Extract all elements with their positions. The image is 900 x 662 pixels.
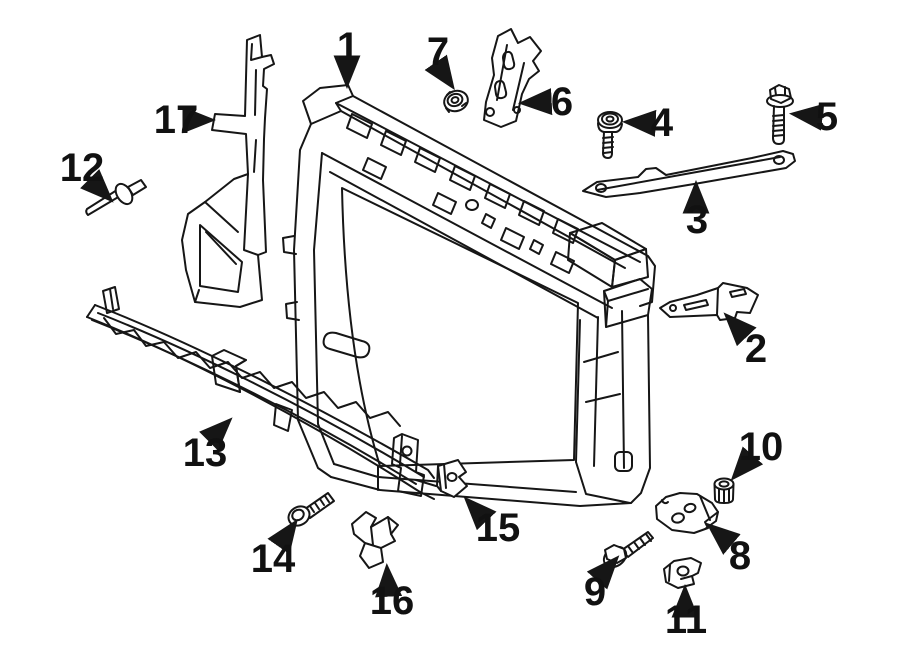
callout-label-9: 9 bbox=[584, 570, 606, 614]
callout-label-14: 14 bbox=[251, 537, 296, 581]
callout-arrow-12 bbox=[80, 169, 114, 203]
callout-label-17: 17 bbox=[154, 98, 199, 142]
callout-arrow-16 bbox=[375, 562, 403, 598]
part-13-lower-support-bar bbox=[86, 286, 437, 500]
callout-label-3: 3 bbox=[686, 198, 708, 242]
part-9-bolt bbox=[602, 531, 654, 569]
part-16-bracket bbox=[351, 511, 399, 569]
part-3-tie-bar bbox=[582, 150, 796, 198]
callout-label-10: 10 bbox=[739, 425, 784, 469]
callout-arrow-8 bbox=[706, 522, 741, 555]
callout-arrow-10 bbox=[730, 446, 764, 481]
callout-label-2: 2 bbox=[745, 327, 767, 371]
part-1-radiator-support-frame bbox=[282, 84, 656, 507]
part-15-clip bbox=[436, 459, 468, 498]
callout-arrow-13 bbox=[199, 417, 233, 451]
part-6-mount-bracket bbox=[483, 28, 542, 128]
callout-label-8: 8 bbox=[729, 534, 751, 578]
callout-arrows bbox=[80, 54, 825, 618]
part-7-nut bbox=[443, 89, 469, 113]
callout-arrow-14 bbox=[267, 518, 298, 555]
callout-arrow-15 bbox=[463, 496, 497, 531]
callout-label-13: 13 bbox=[183, 431, 228, 475]
callout-label-6: 6 bbox=[551, 80, 573, 124]
part-5-bolt bbox=[766, 84, 794, 145]
part-8-mount-plate bbox=[655, 492, 719, 534]
callout-arrow-2 bbox=[723, 312, 757, 347]
callout-labels: 1 2 3 4 5 6 7 8 9 10 11 12 13 14 15 16 1… bbox=[60, 25, 838, 642]
callout-arrow-9 bbox=[586, 555, 620, 590]
callout-arrow-5 bbox=[788, 103, 825, 131]
callout-label-15: 15 bbox=[476, 506, 521, 550]
callout-label-12: 12 bbox=[60, 146, 105, 190]
part-17-air-baffle bbox=[181, 34, 275, 308]
callout-arrow-7 bbox=[424, 54, 455, 91]
callout-arrow-6 bbox=[517, 88, 553, 116]
part-14-screw bbox=[287, 492, 335, 527]
callout-label-16: 16 bbox=[370, 579, 415, 623]
part-4-screw bbox=[597, 111, 623, 159]
callout-label-1: 1 bbox=[337, 25, 359, 69]
part-10-rivet-nut bbox=[713, 477, 735, 504]
callout-label-11: 11 bbox=[665, 598, 707, 642]
part-11-clip bbox=[663, 557, 702, 589]
part-2-bracket bbox=[659, 282, 759, 321]
callout-label-5: 5 bbox=[816, 95, 838, 139]
callout-arrow-4 bbox=[621, 109, 657, 137]
callout-label-7: 7 bbox=[427, 30, 449, 74]
callout-label-4: 4 bbox=[651, 101, 674, 145]
